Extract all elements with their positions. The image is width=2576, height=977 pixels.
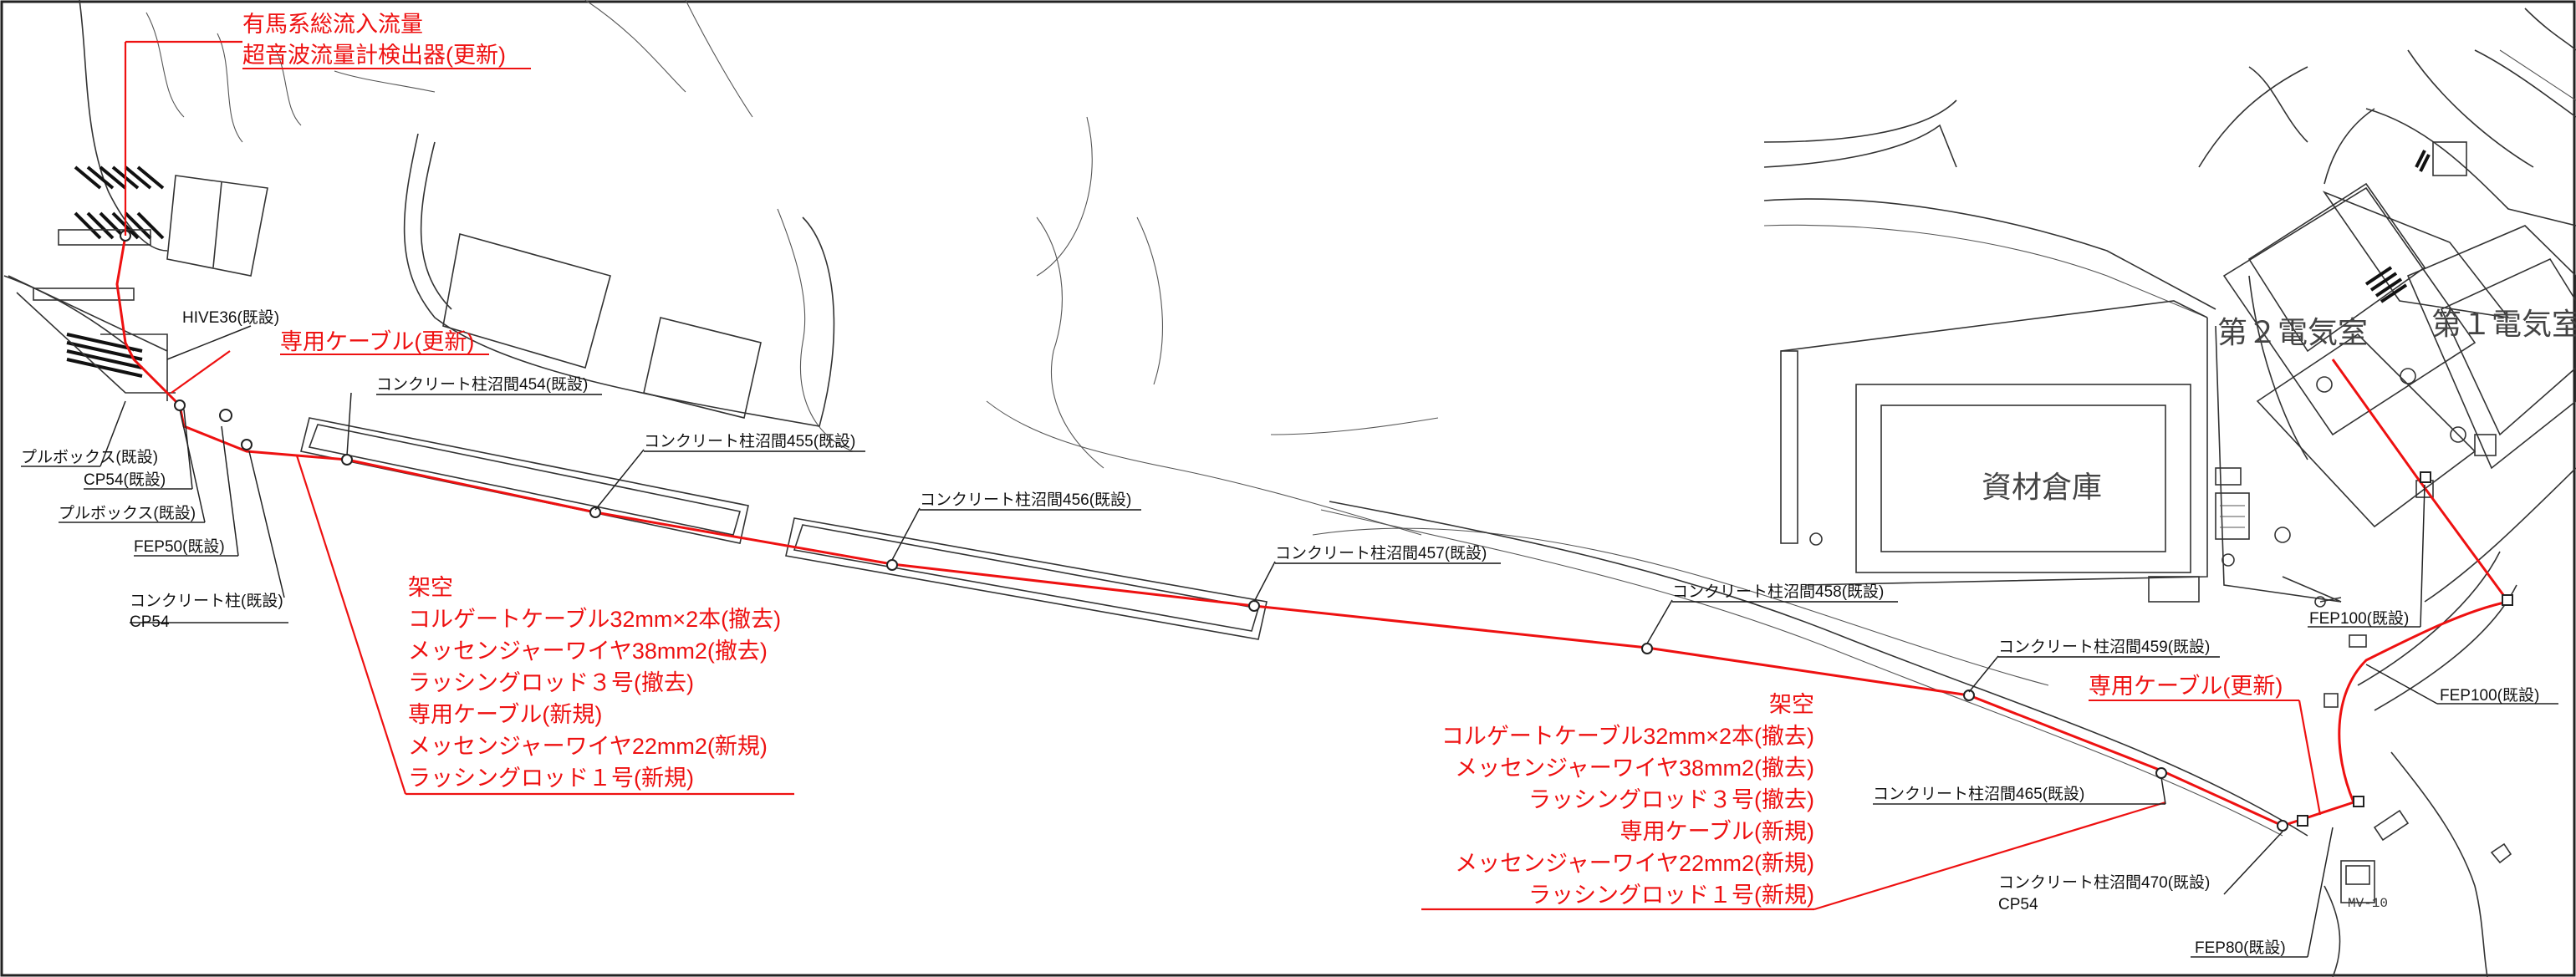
arima-inflow-label: 有馬系総流入流量 [242, 12, 423, 37]
pullbox-2-label: プルボックス(既設) [59, 504, 196, 522]
span-458-label: コンクリート柱沼間458(既設) [1672, 583, 1884, 601]
right-buildings [1763, 8, 2576, 977]
left-structures [8, 133, 1268, 640]
svg-text:架空: 架空 [1769, 692, 1814, 717]
leader-lines [21, 40, 2558, 958]
hive36-label: HIVE36(既設) [182, 308, 279, 327]
svg-text:ラッシングロッド１号(新規): ラッシングロッド１号(新規) [408, 766, 694, 791]
cp54-existing-label: CP54(既設) [84, 471, 166, 489]
pullbox-1-label: プルボックス(既設) [21, 448, 158, 466]
svg-text:ラッシングロッド３号(撤去): ラッシングロッド３号(撤去) [408, 670, 694, 695]
dedicated-cable-left-label: 専用ケーブル(更新) [280, 329, 474, 354]
svg-text:メッセンジャーワイヤ38mm2(撤去): メッセンジャーワイヤ38mm2(撤去) [408, 639, 768, 664]
svg-text:メッセンジャーワイヤ22mm2(新規): メッセンジャーワイヤ22mm2(新規) [408, 734, 768, 759]
svg-text:架空: 架空 [408, 575, 453, 600]
ultrasonic-detector-label: 超音波流量計検出器(更新) [242, 43, 506, 68]
svg-text:コルゲートケーブル32mm×2本(撤去): コルゲートケーブル32mm×2本(撤去) [408, 607, 781, 632]
span-457-label: コンクリート柱沼間457(既設) [1275, 544, 1487, 562]
span-454-label: コンクリート柱沼間454(既設) [376, 375, 588, 394]
notes-left: 架空 コルゲートケーブル32mm×2本(撤去) メッセンジャーワイヤ38mm2(… [408, 575, 781, 791]
dedicated-cable-right-label: 専用ケーブル(更新) [2089, 674, 2283, 699]
svg-text:専用ケーブル(新規): 専用ケーブル(新規) [1620, 819, 1814, 844]
svg-text:専用ケーブル(新規): 専用ケーブル(新規) [408, 702, 602, 727]
fep80-label: FEP80(既設) [2195, 939, 2286, 957]
terrain-left [3, 0, 2308, 837]
warehouse-label: 資材倉庫 [1982, 470, 2102, 504]
svg-text:ラッシングロッド１号(新規): ラッシングロッド１号(新規) [1528, 883, 1814, 908]
fep100-a-label: FEP100(既設) [2309, 609, 2409, 628]
concrete-pole-label: コンクリート柱(既設) [130, 592, 283, 610]
fep50-label: FEP50(既設) [134, 537, 225, 556]
room-2-label: 第２電気室 [2217, 315, 2368, 349]
annotation-text: 有馬系総流入流量 超音波流量計検出器(更新) HIVE36(既設) 専用ケーブル… [21, 12, 2576, 957]
room-1-label: 第１電気室 [2431, 307, 2576, 341]
svg-text:ラッシングロッド３号(撤去): ラッシングロッド３号(撤去) [1528, 787, 1814, 812]
span-470-label: コンクリート柱沼間470(既設) [1998, 873, 2210, 892]
svg-text:コルゲートケーブル32mm×2本(撤去): コルゲートケーブル32mm×2本(撤去) [1441, 724, 1814, 749]
span-465-label: コンクリート柱沼間465(既設) [1873, 785, 2084, 803]
cable-route [115, 230, 2513, 832]
mv10-label: MV-10 [2348, 896, 2388, 911]
fep100-b-label: FEP100(既設) [2440, 686, 2539, 705]
span-455-label: コンクリート柱沼間455(既設) [644, 432, 855, 450]
notes-right: 架空 コルゲートケーブル32mm×2本(撤去) メッセンジャーワイヤ38mm2(… [1441, 692, 1814, 908]
svg-text:メッセンジャーワイヤ22mm2(新規): メッセンジャーワイヤ22mm2(新規) [1455, 851, 1814, 876]
span-456-label: コンクリート柱沼間456(既設) [920, 491, 1131, 509]
svg-text:メッセンジャーワイヤ38mm2(撤去): メッセンジャーワイヤ38mm2(撤去) [1455, 756, 1814, 781]
span-459-label: コンクリート柱沼間459(既設) [1998, 638, 2210, 656]
concrete-pole-id-label: CP54 [130, 613, 170, 631]
span-470-id-label: CP54 [1998, 896, 2038, 913]
